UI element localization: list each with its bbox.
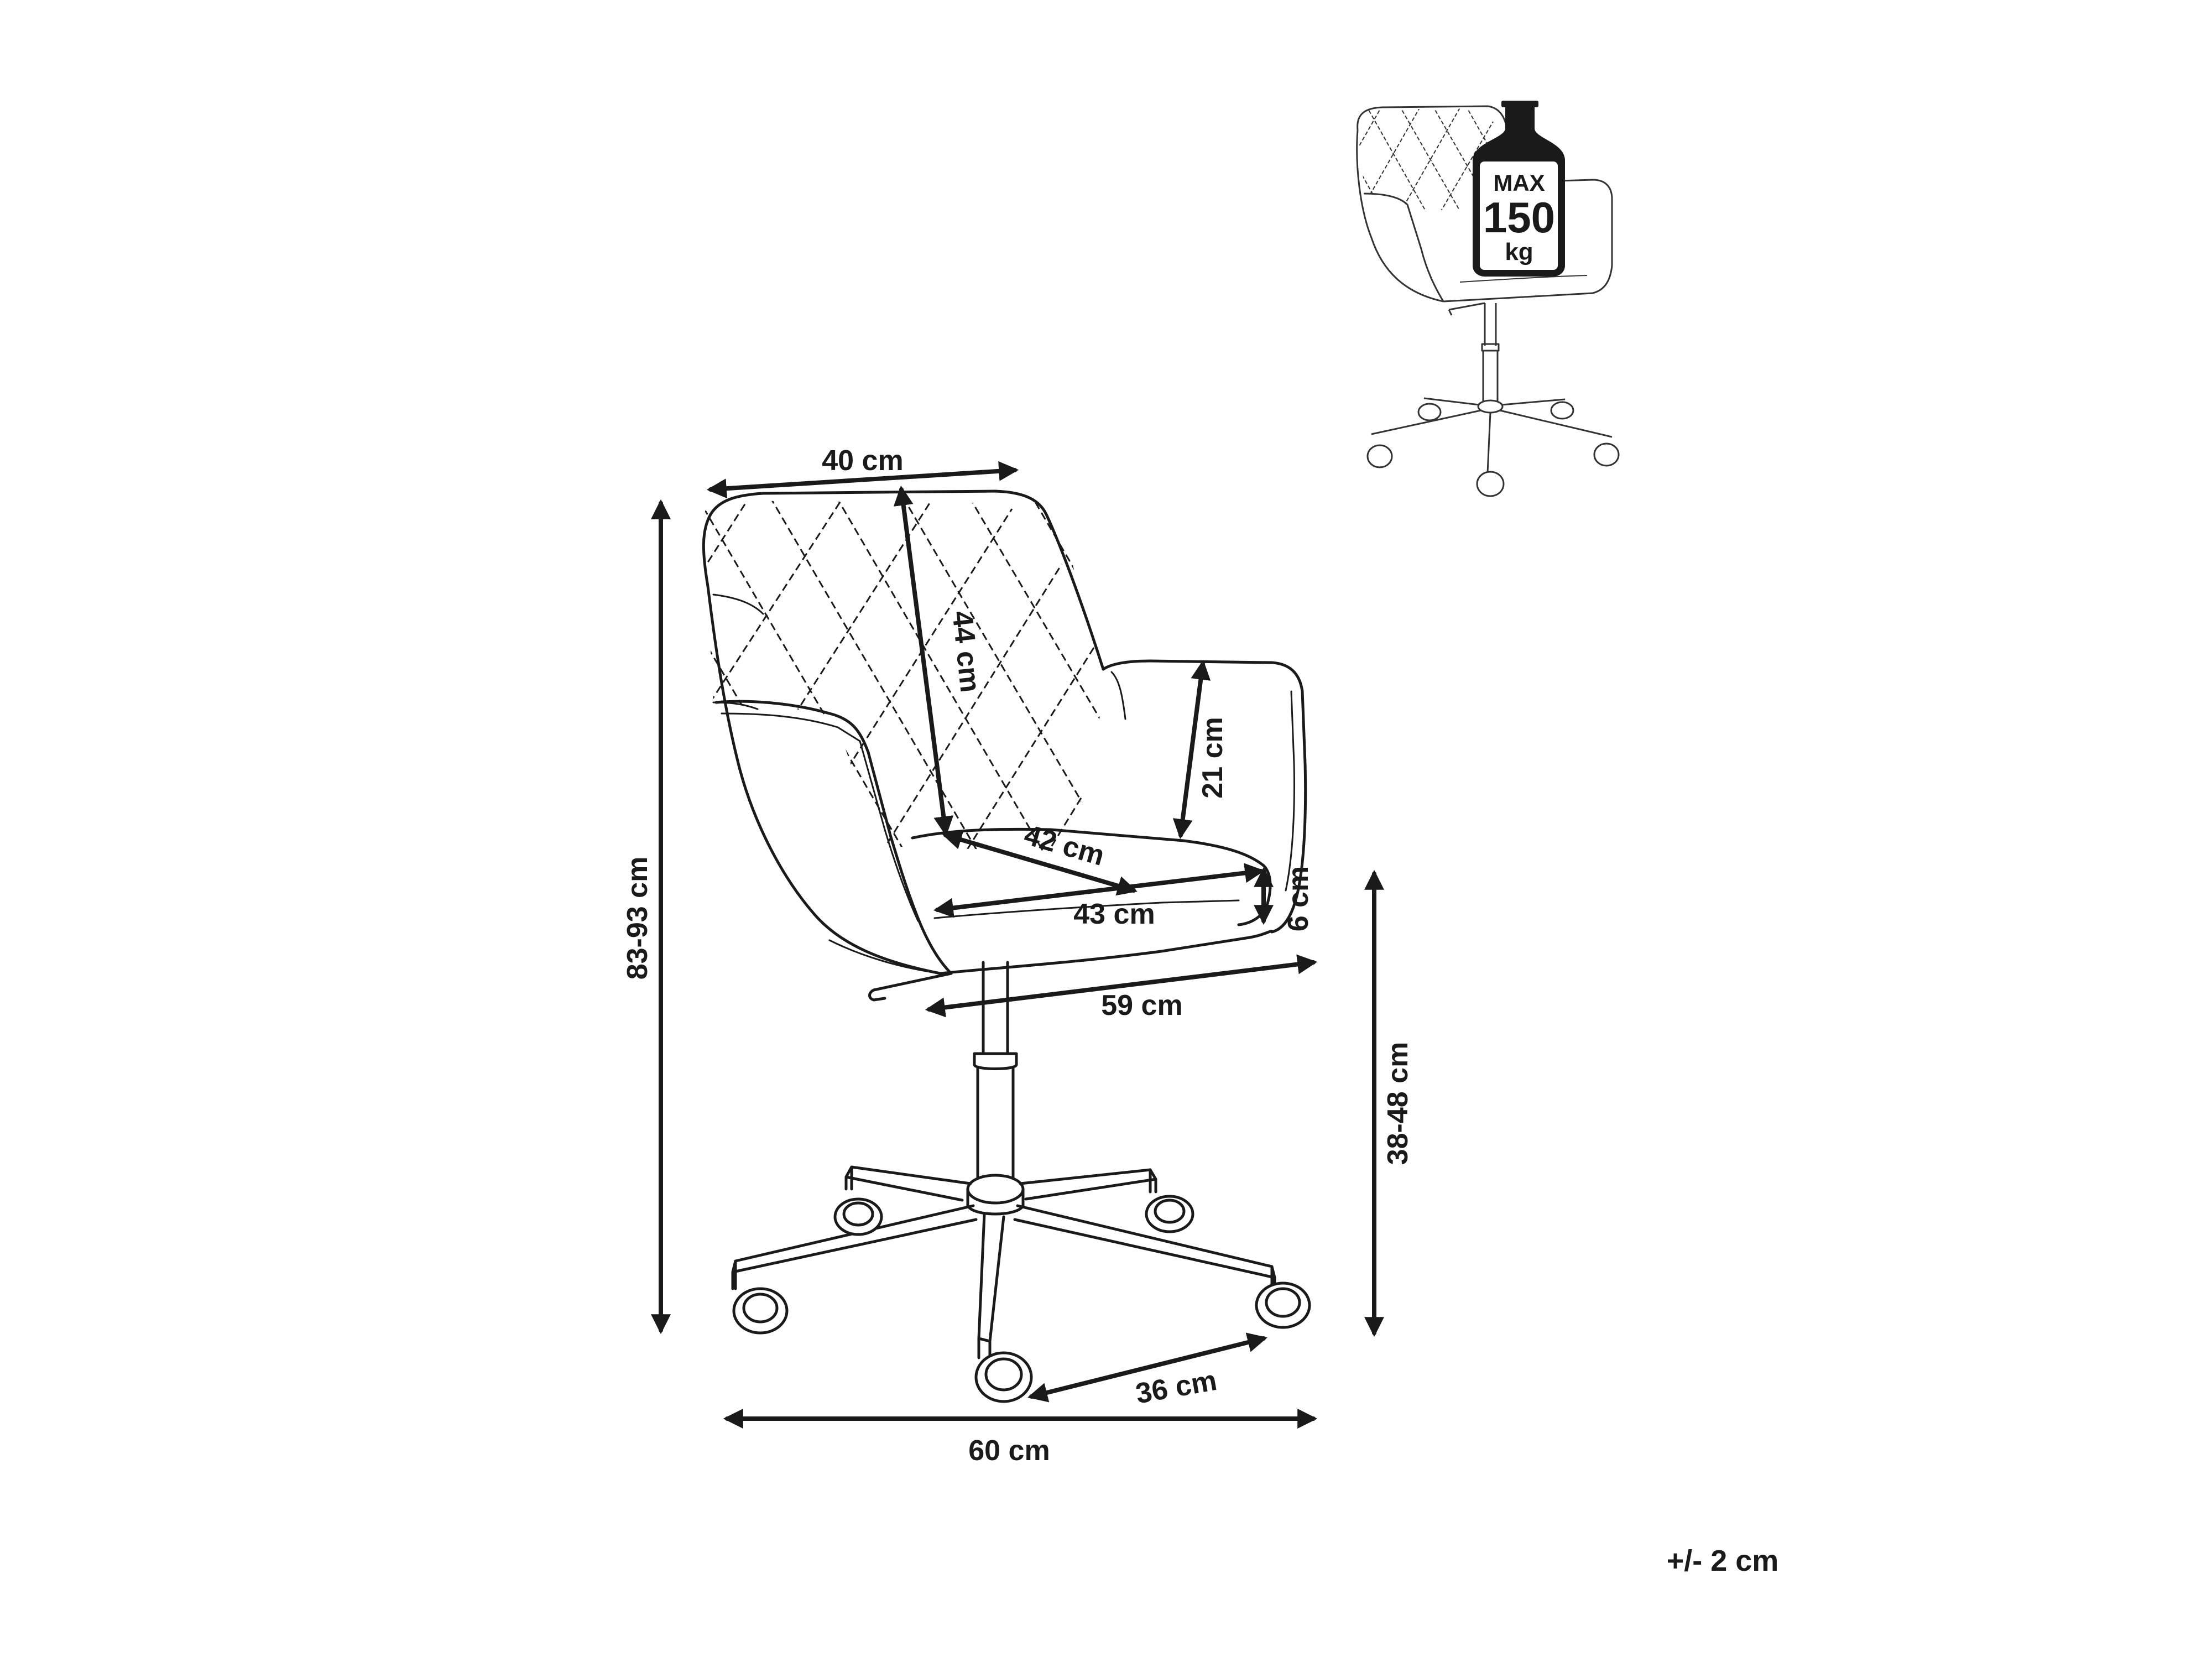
- max-load-line1: MAX: [1493, 170, 1545, 196]
- casters: [732, 1195, 1311, 1403]
- label-armrest-height: 21 cm: [1197, 717, 1229, 798]
- label-overall-width: 59 cm: [1101, 989, 1182, 1022]
- left-shell-outline: [702, 513, 942, 975]
- label-total-height: 83-93 cm: [622, 857, 654, 980]
- label-wheel-distance: 36 cm: [1133, 1364, 1219, 1410]
- height-lever: [868, 972, 953, 1002]
- label-seat-depth: 42 cm: [1021, 819, 1108, 872]
- dimension-arrows: [651, 461, 1384, 1429]
- label-seat-height: 38-48 cm: [1382, 1042, 1414, 1165]
- tolerance-note: +/- 2 cm: [1667, 1544, 1779, 1577]
- right-armrest-outline: [1102, 659, 1307, 934]
- label-base-width: 60 cm: [968, 1435, 1050, 1467]
- label-backrest-height: 44 cm: [946, 609, 986, 694]
- gas-column: [982, 961, 1009, 1055]
- base-hub: [966, 1174, 1025, 1205]
- left-armrest-inner: [714, 700, 953, 975]
- weight-icon: [1473, 101, 1565, 277]
- label-backrest-width: 40 cm: [822, 445, 903, 477]
- max-load-unit: kg: [1505, 238, 1533, 265]
- seat-bottom: [938, 930, 1274, 975]
- max-load-value: 150: [1483, 193, 1555, 242]
- base-legs: [731, 1165, 1276, 1359]
- dimension-labels: 40 cm 44 cm 21 cm 42 cm 43 cm 6 cm 59 cm…: [622, 445, 1778, 1577]
- label-seat-thickness: 6 cm: [1282, 866, 1314, 932]
- max-load-illustration: MAX 150 kg: [1356, 101, 1620, 497]
- label-seat-width: 43 cm: [1073, 898, 1155, 930]
